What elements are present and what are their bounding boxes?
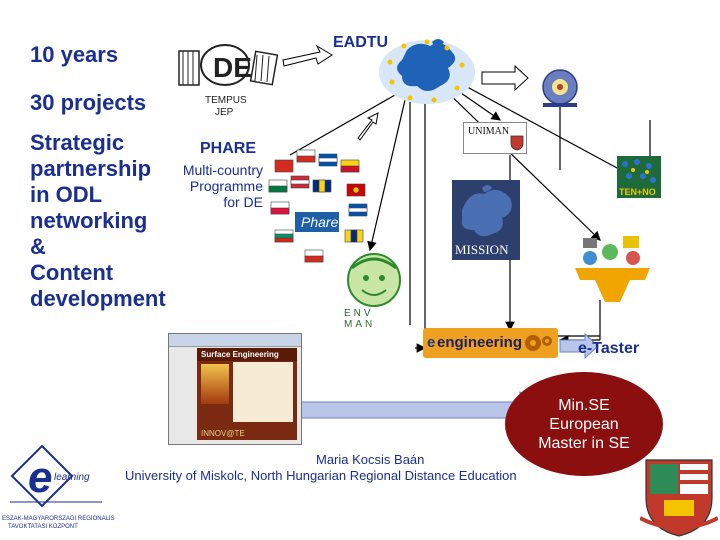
etaster-logo [565,228,660,306]
author-name: Maria Kocsis Baán [316,452,425,467]
elearning-word: learning [54,472,90,483]
grid-dots-icon [622,159,656,183]
elearning-caption: ESZAK-MAGYARORSZAGI REGIONALIS [2,516,115,522]
phare-line: Multi-country [182,162,263,178]
tempus-sublabel: JEP [215,107,234,118]
elearning-emblem-icon: e learning [10,444,102,508]
tempus-emblem-icon: DE [178,44,279,86]
minse-line: Master in SE [538,434,630,452]
uniman-label: UNIMAN [468,126,510,137]
uniman-logo: UNIMAN [463,122,527,154]
projects-heading: 30 projects [30,90,147,115]
network-rose-icon [542,69,578,107]
tenno-label: TEN+NO [619,187,656,197]
etaster-label: e-Taster [578,340,640,357]
mission-label: MISSION [455,242,509,257]
tempus-label: TEMPUS [205,95,247,106]
minse-line: European [549,415,619,433]
browser-toolbar [169,334,301,347]
tenno-logo: TEN+NO [617,156,661,198]
eengineering-label: engineering [437,334,523,351]
envman-label: ENV MAN [344,308,376,330]
phare-flags-icon: Phare [268,149,368,263]
phare-line: for DE [223,194,263,210]
food-tray-icon [575,236,650,302]
globe-face-icon [347,253,401,307]
europe-silhouette-icon [461,185,512,237]
strategic-line: networking [30,208,148,233]
elearning-logo: e learning ESZAK-MAGYARORSZAGI REGIONALI… [2,436,115,536]
minse-badge: Min.SE European Master in SE [505,372,663,476]
europe-map-icon [379,39,475,104]
mission-logo: MISSION [452,180,520,260]
surface-content [233,362,293,422]
strategic-line: in ODL [30,182,103,207]
svg-text:DE: DE [213,52,252,83]
phare-logo-text: Phare [301,214,339,230]
elearning-caption: TAVOKTATASI KOZPONT [8,524,78,530]
svg-text:e: e [28,453,52,502]
strategic-line: Content [30,260,114,285]
surface-engineering-screenshot: Surface Engineering INNOV@TE [168,333,302,445]
strategic-line: Strategic [30,130,125,155]
eengineering-logo: e engineering [423,328,558,358]
years-heading: 10 years [30,42,119,67]
envman-logo: ENV MAN [340,248,408,330]
eadtu-label: EADTU [333,34,389,51]
strategic-line: development [30,286,166,311]
strategic-line: partnership [30,156,152,181]
surface-photo [201,364,229,404]
phare-description: Multi-country Programme for DE [160,162,263,210]
phare-title: PHARE [200,140,257,157]
tempus-logo: DE TEMPUS JEP [175,35,280,120]
institution-name: University of Miskolc, North Hungarian R… [125,468,517,483]
minse-line: Min.SE [558,396,610,414]
strategic-heading: Strategic partnership in ODL networking … [30,130,166,312]
surface-title: Surface Engineering [197,348,297,361]
surface-page: Surface Engineering INNOV@TE [197,348,297,440]
eengineering-e: e [427,334,436,351]
surface-footer: INNOV@TE [201,429,245,438]
phare-line: Programme [189,178,263,194]
university-crest-icon [640,459,718,537]
strategic-line: & [30,234,46,259]
shield-icon [510,135,524,151]
gears-icon [525,335,552,351]
